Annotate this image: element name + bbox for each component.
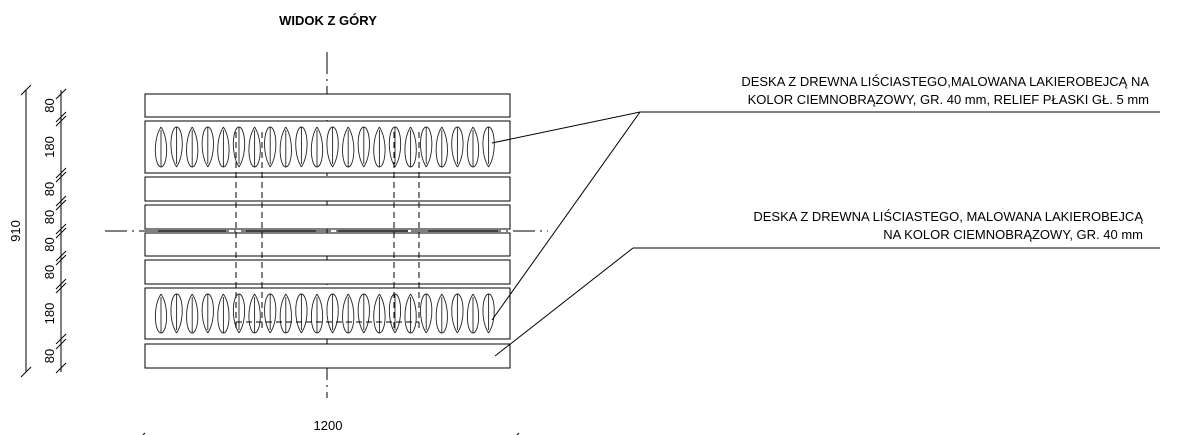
plain-board — [144, 343, 511, 369]
plain-board — [144, 176, 511, 202]
leaf-relief-ornament — [248, 126, 261, 168]
leaf-relief-ornament — [310, 126, 324, 168]
leaf-relief-ornament — [232, 293, 246, 334]
leaf-relief-ornament — [232, 126, 246, 168]
leaf-relief-ornament — [373, 293, 386, 334]
leaf-relief-ornament — [466, 126, 480, 168]
leaf-relief-ornament — [186, 293, 199, 334]
leaf-relief-ornament — [482, 126, 495, 168]
leaf-relief-ornament — [435, 293, 448, 334]
callout-plain-line2: NA KOLOR CIEMNOBRĄZOWY, GR. 40 mm — [883, 227, 1143, 242]
dimension-tick — [55, 171, 67, 183]
dimension-segment: 180 — [42, 136, 57, 158]
dimension-segment: 80 — [42, 182, 57, 196]
leaf-relief-ornament — [388, 126, 402, 168]
vertical-dimensions: 910 80 180 80 80 80 80 180 80 — [8, 84, 67, 378]
boards-group — [144, 93, 511, 369]
dimension-width-total: 1200 — [314, 418, 343, 433]
dimension-tick — [55, 199, 67, 211]
callout-plain-line1: DESKA Z DREWNA LIŚCIASTEGO, MALOWANA LAK… — [753, 209, 1143, 224]
leader-lower-to-plain — [494, 247, 634, 357]
leaf-relief-ornament — [201, 293, 214, 334]
dimension-tick — [55, 88, 67, 100]
dimension-segment: 80 — [42, 210, 57, 224]
dimension-tick — [55, 282, 67, 294]
leaf-relief-ornament — [264, 126, 277, 168]
leaf-relief-ornament — [388, 293, 402, 334]
leaf-relief-ornament — [420, 126, 433, 168]
dimension-segment: 80 — [42, 265, 57, 279]
dimension-segment: 80 — [42, 98, 57, 112]
leaf-relief-ornament — [357, 293, 370, 334]
width-dimension: 1200 — [142, 418, 520, 435]
leaf-relief-ornament — [326, 293, 339, 334]
dimension-tick — [55, 195, 67, 207]
leader-lines — [491, 111, 1160, 357]
callout-relief-line2: KOLOR CIEMNOBRĄZOWY, GR. 40 mm, RELIEF P… — [748, 92, 1149, 107]
dimension-tick — [55, 333, 67, 345]
leaf-relief-ornament — [295, 126, 308, 168]
leaf-relief-ornament — [373, 126, 386, 168]
dimension-segment: 180 — [42, 303, 57, 325]
leader-upper-to-relief-top — [491, 111, 641, 144]
dimension-tick — [55, 227, 67, 239]
plain-board — [144, 232, 511, 257]
leaf-relief-ornament — [342, 126, 355, 168]
dimension-tick — [55, 111, 67, 123]
leaf-relief-ornament — [466, 293, 480, 334]
dimension-tick — [55, 362, 67, 374]
leaf-relief-ornament — [201, 126, 214, 168]
leaf-relief-ornament — [326, 126, 339, 168]
leaf-relief-ornament — [170, 126, 183, 168]
dimension-tick — [55, 338, 67, 350]
leaf-relief-ornament — [451, 293, 464, 334]
dimension-tick — [55, 250, 67, 262]
callout-relief-line1: DESKA Z DREWNA LIŚCIASTEGO,MALOWANA LAKI… — [741, 74, 1149, 89]
leaf-relief-ornament — [154, 126, 168, 168]
leaf-relief-ornament — [357, 126, 370, 168]
dimension-tick — [55, 115, 67, 127]
plain-board — [144, 259, 511, 285]
leaf-relief-ornament — [310, 293, 324, 334]
leaf-relief-ornament — [217, 126, 230, 168]
leaf-relief-ornament — [451, 126, 464, 168]
dimension-segment: 80 — [42, 237, 57, 251]
leaf-relief-ornament — [154, 293, 168, 334]
plain-board — [144, 93, 511, 118]
dimension-tick — [55, 223, 67, 235]
dimension-segment: 80 — [42, 349, 57, 363]
hidden-supports — [235, 132, 420, 330]
dimension-tick — [55, 278, 67, 290]
leaf-relief-ornament — [295, 293, 308, 334]
leaf-relief-ornament — [170, 293, 183, 334]
leaf-relief-ornament — [404, 293, 417, 334]
plain-board — [144, 204, 511, 230]
leaf-relief-ornament — [217, 293, 230, 334]
leaf-relief-ornament — [482, 293, 495, 334]
dimension-tick — [55, 254, 67, 266]
leaf-relief-ornament — [248, 293, 261, 334]
leaf-relief-ornament — [264, 293, 277, 334]
leaf-relief-ornament — [279, 126, 292, 168]
leaf-relief-ornament — [186, 126, 199, 168]
dimension-tick — [55, 167, 67, 179]
leaf-relief-ornament — [342, 293, 355, 334]
leaf-relief-ornament — [420, 293, 433, 334]
dimension-height-total: 910 — [8, 220, 23, 242]
leaf-relief-ornament — [404, 126, 417, 168]
leader-upper-to-relief-bottom — [491, 111, 641, 321]
leaf-relief-ornament — [279, 293, 292, 334]
leaf-relief-ornament — [435, 126, 448, 168]
view-title: WIDOK Z GÓRY — [279, 13, 377, 28]
